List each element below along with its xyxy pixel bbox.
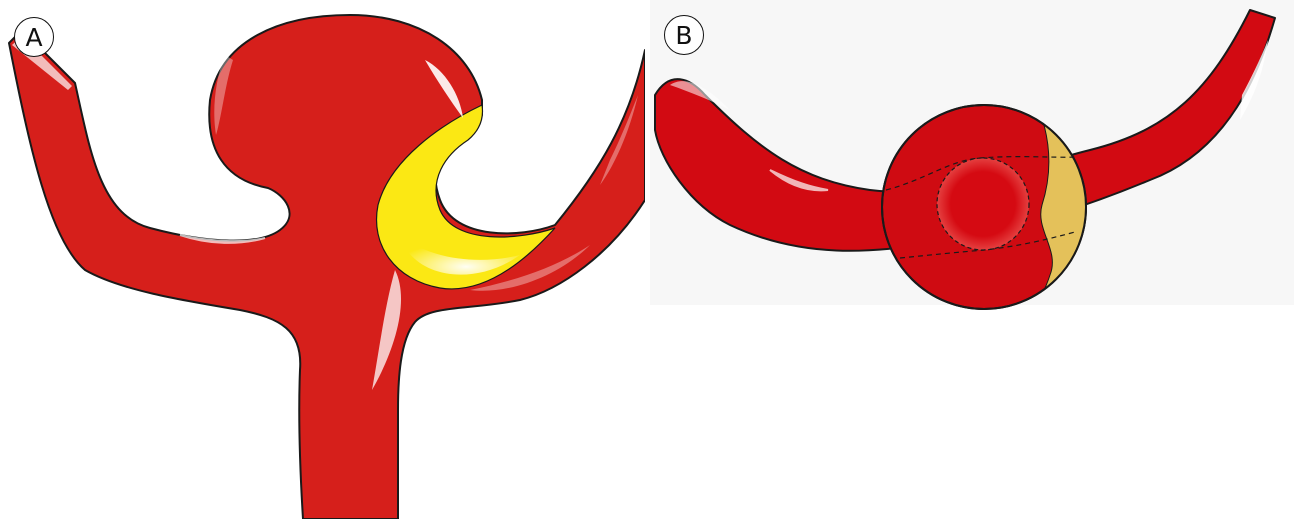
aneurysm-cross-section-illustration [650,0,1294,519]
panel-label-b: B [664,15,704,55]
panel-b: B [650,0,1294,519]
panel-label-a: A [14,17,54,57]
vessel-lumen [937,158,1029,250]
aneurysm-longitudinal-illustration [0,0,645,519]
panel-a: A [0,0,645,519]
